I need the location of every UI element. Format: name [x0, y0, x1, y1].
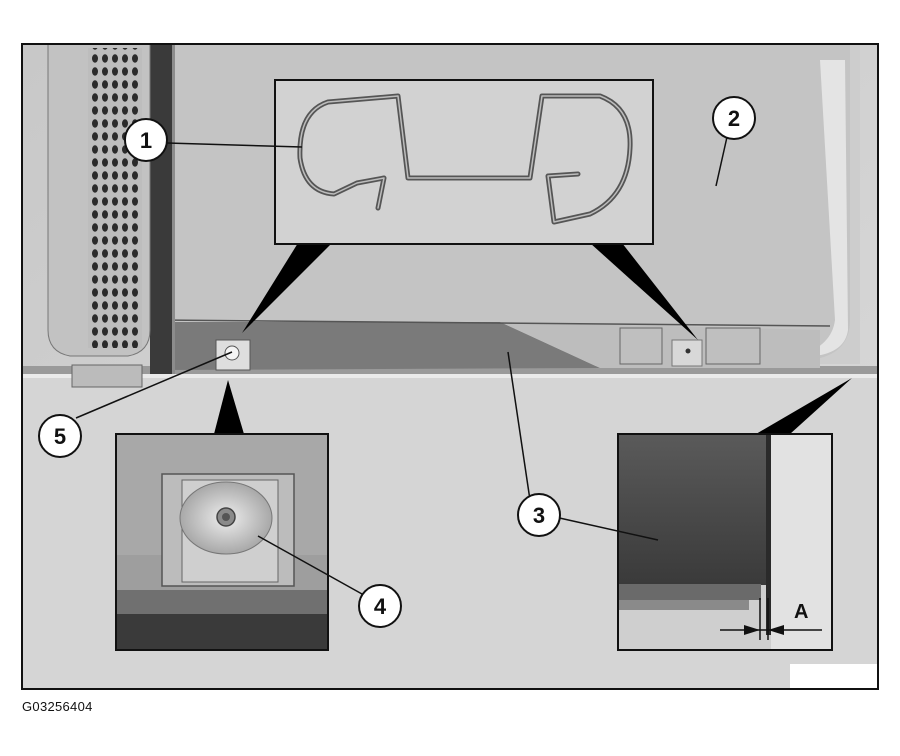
zoom-wedge-bottom-right [756, 378, 852, 434]
leader-2 [715, 136, 728, 187]
diagram-frame [21, 43, 879, 690]
callout-5: 5 [38, 414, 82, 458]
zoom-wedge-bottom-left [214, 380, 244, 434]
callout-2-label: 2 [728, 106, 740, 131]
zoom-wedge-top-left [242, 243, 332, 333]
dimension-arrow-right [768, 625, 784, 635]
dimension-arrow-left [744, 625, 760, 635]
figure-code: G03256404 [22, 699, 93, 714]
inset-washer-detail [115, 433, 329, 651]
callout-4: 4 [358, 584, 402, 628]
callout-3: 3 [517, 493, 561, 537]
inset-clearance-detail: A [617, 433, 833, 651]
callout-2: 2 [712, 96, 756, 140]
callout-1-label: 1 [140, 128, 152, 153]
leader-3 [507, 351, 531, 501]
callout-1: 1 [124, 118, 168, 162]
callout-3-label: 3 [533, 503, 545, 528]
zoom-wedge-top-right [590, 243, 698, 340]
leader-4 [257, 535, 363, 595]
leader-3-inset [554, 516, 659, 541]
leader-5 [75, 351, 233, 419]
leader-lines [75, 136, 728, 595]
callout-4-label: 4 [374, 594, 387, 619]
leader-1 [166, 142, 303, 148]
callout-5-label: 5 [54, 424, 66, 449]
inset-clip-detail [274, 79, 654, 245]
dimension-label: A [794, 601, 808, 623]
